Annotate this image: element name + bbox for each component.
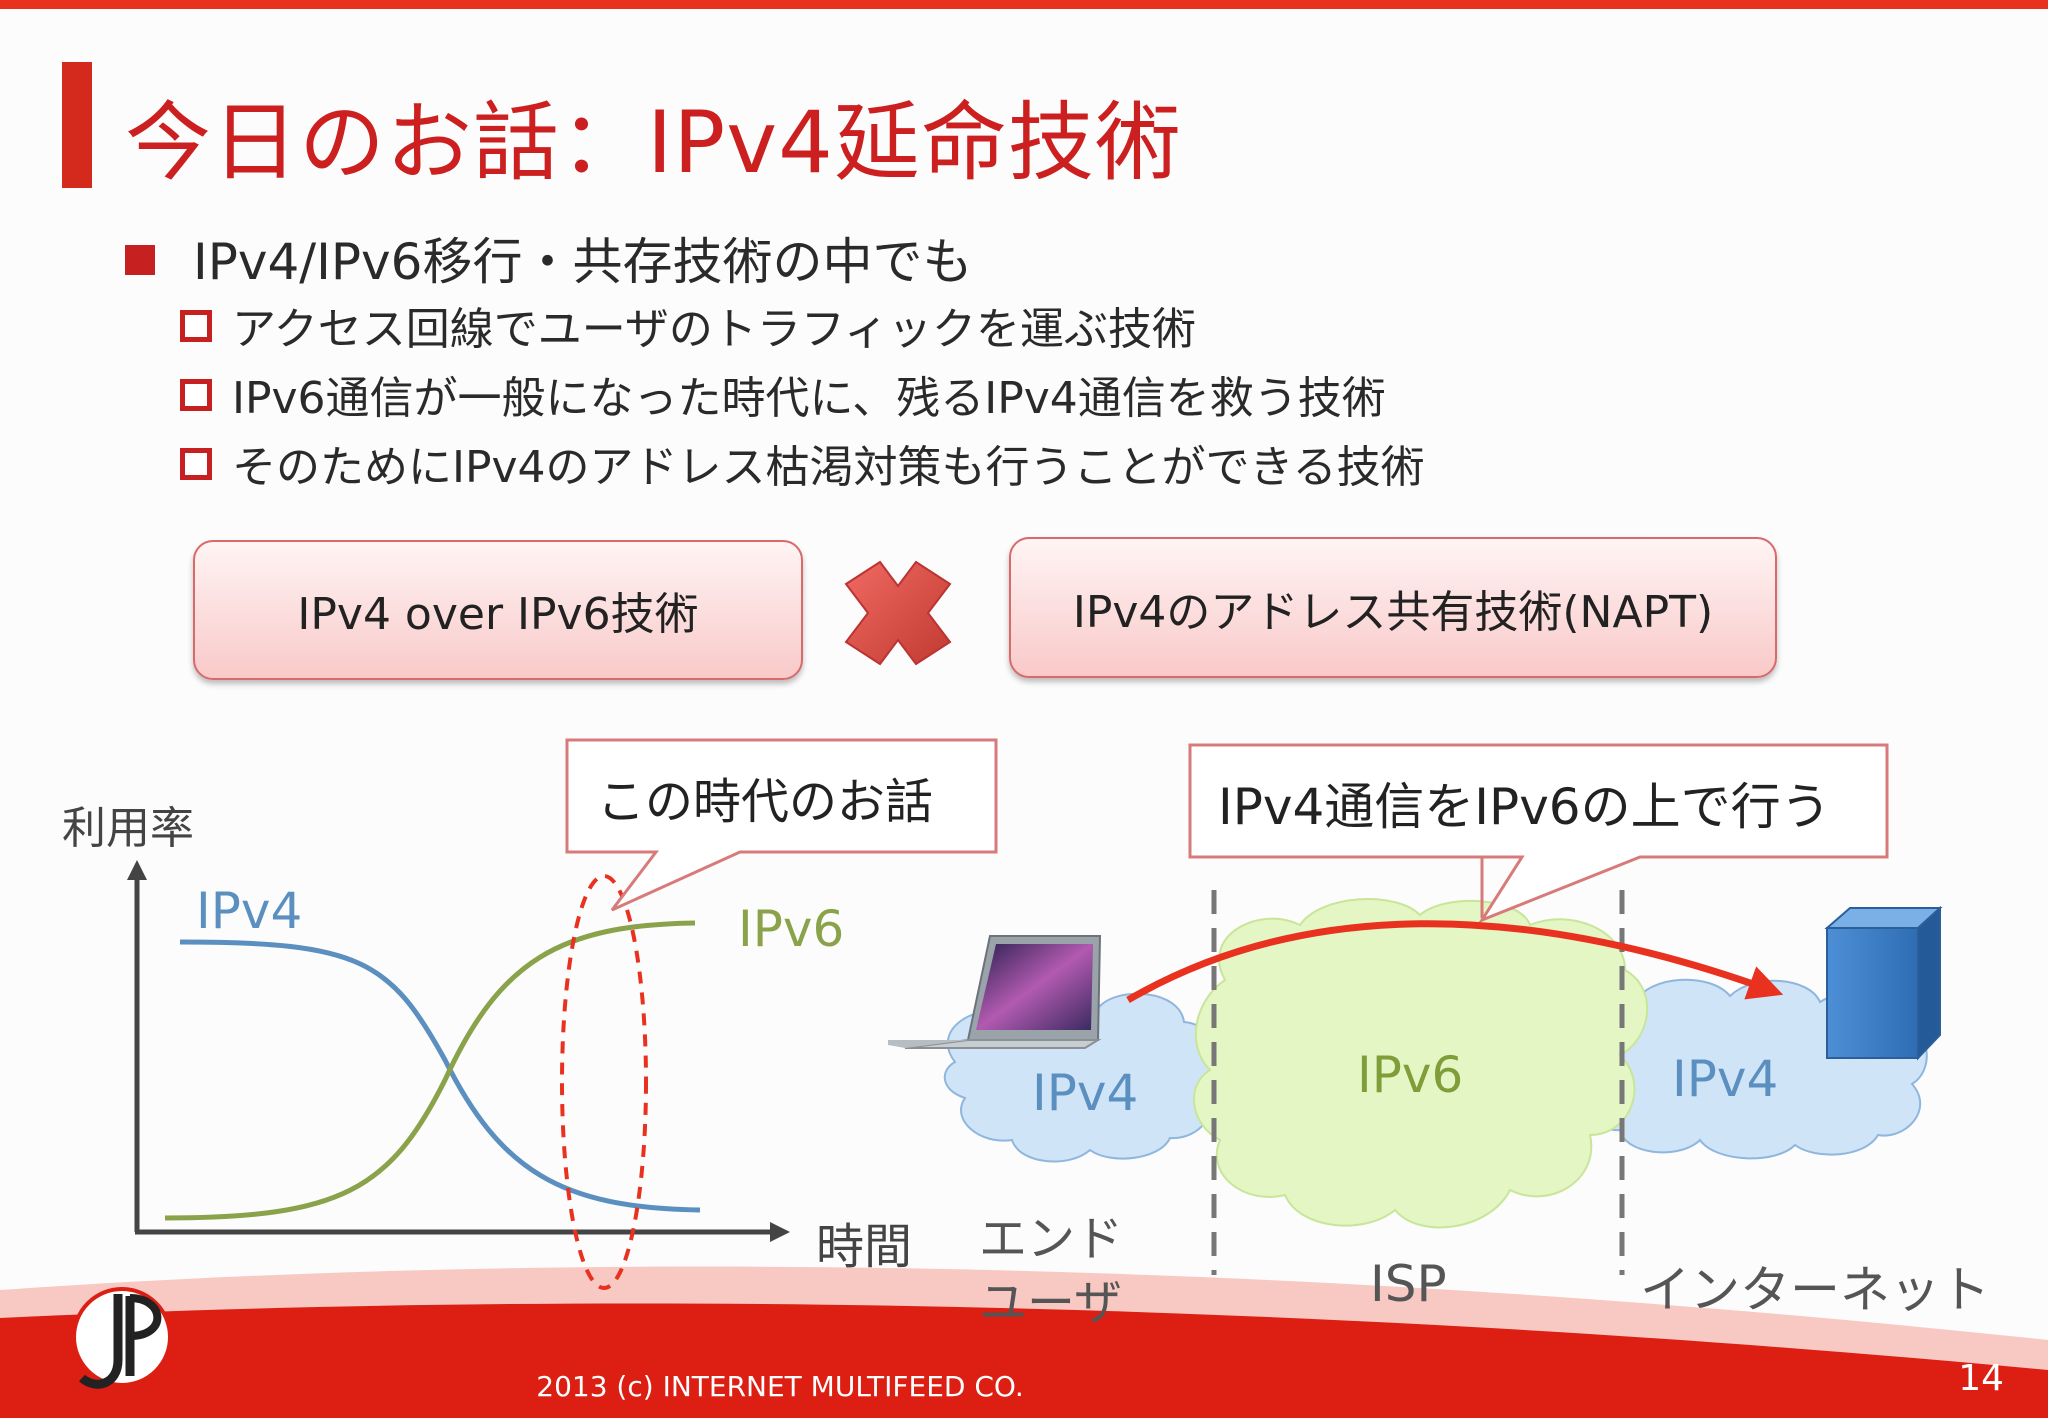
slide-title: 今日のお話：IPv4延命技術 [125,93,1182,193]
sub-bullet: そのためにIPv4のアドレス枯渇対策も行うことができる技術 [180,431,1425,495]
cloud-label-internet: IPv4 [1672,1050,1779,1108]
network-callout-bubble [1188,743,1889,924]
cloud-label-isp: IPv6 [1357,1046,1464,1104]
zone-label-end-user: エンド ユーザ [979,1211,1124,1331]
box-right-label: IPv4のアドレス共有技術(NAPT) [1072,586,1714,638]
network-callout-text: IPv4通信をIPv6の上で行う [1218,778,1831,836]
server-icon [1824,905,1943,1061]
square-bullet-icon [125,245,155,275]
ipv4-usage-line [179,939,701,1213]
zone-label-isp: ISP [1370,1255,1447,1313]
cloud-label-end-user: IPv4 [1032,1064,1139,1122]
chart-callout-bubble [565,738,998,912]
title-accent-bar [62,62,92,188]
footer-copyright: 2013 (c) INTERNET MULTIFEED CO. [536,1370,1024,1403]
sub-bullet: IPv6通信が一般になった時代に、残るIPv4通信を救う技術 [180,362,1386,426]
ipv4-over-ipv6-box: IPv4 over IPv6技術 [193,540,803,680]
sub-bullet-text: そのためにIPv4のアドレス枯渇対策も行うことができる技術 [232,442,1425,493]
box-left-label: IPv4 over IPv6技術 [297,589,699,640]
sub-bullet: アクセス回線でユーザのトラフィックを運ぶ技術 [180,293,1196,357]
hollow-square-bullet-icon [180,448,212,480]
chart-x-label: 時間 [816,1219,913,1275]
chart-y-label: 利用率 [62,803,194,854]
bullet-main: IPv4/IPv6移行・共存技術の中でも [125,222,972,294]
times-icon [844,560,952,666]
era-highlight-ellipse [560,874,648,1290]
jpnap-logo: NAP [72,1287,251,1395]
footer-band [0,1303,2048,1418]
sub-bullet-text: IPv6通信が一般になった時代に、残るIPv4通信を救う技術 [232,373,1386,424]
chart-callout-text: この時代のお話 [597,774,934,830]
page-number: 14 [1958,1358,2004,1399]
traffic-arrow [1126,920,1784,1004]
sub-bullet-text: アクセス回線でユーザのトラフィックを運ぶ技術 [232,304,1197,355]
legend-ipv6: IPv6 [738,900,845,958]
hollow-square-bullet-icon [180,310,212,342]
legend-ipv4: IPv4 [196,882,303,940]
top-accent-bar [0,0,2048,9]
ipv6-usage-line [164,920,696,1221]
address-sharing-box: IPv4のアドレス共有技術(NAPT) [1009,537,1777,678]
isp-cloud [1193,898,1649,1229]
laptop-icon [888,935,1102,1049]
svg-text:NAP: NAP [169,1350,251,1395]
hollow-square-bullet-icon [180,379,212,411]
zone-label-internet: インターネット [1640,1261,1990,1319]
bullet-main-text: IPv4/IPv6移行・共存技術の中でも [193,233,973,291]
